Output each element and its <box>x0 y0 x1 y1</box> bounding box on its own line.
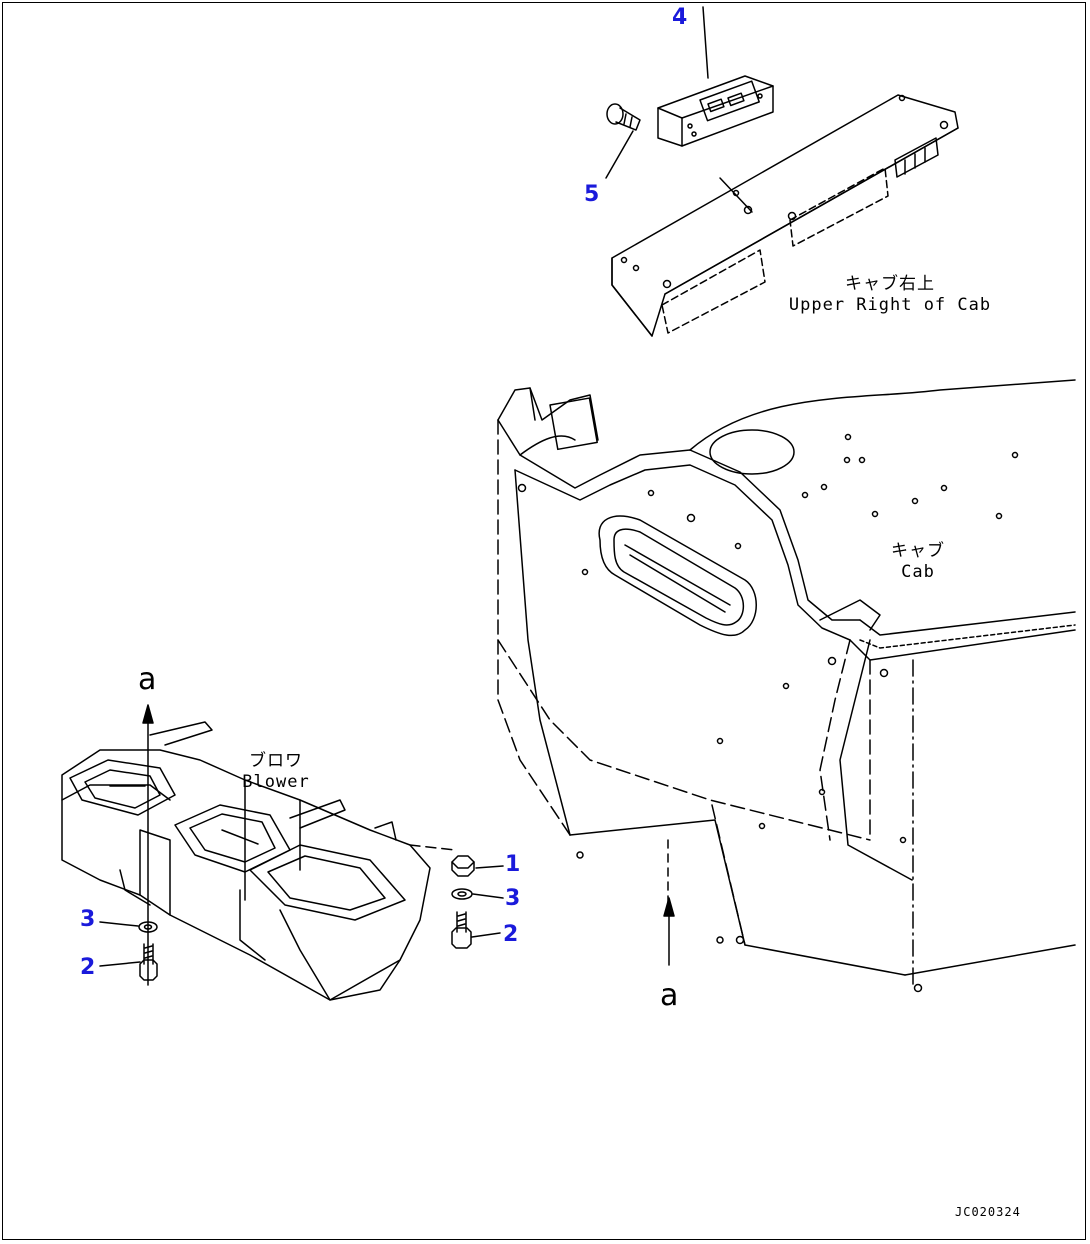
cab-upper-panel <box>611 94 959 337</box>
part-5-screw <box>605 103 641 179</box>
cab-label-en: Cab <box>901 562 935 582</box>
part-1-nut <box>451 855 504 877</box>
cab-upper-label-ja: キャブ右上 <box>845 274 935 294</box>
part-3-washer-left <box>99 921 158 933</box>
blower-label-en: Blower <box>242 772 310 792</box>
view-marker-left: a <box>138 662 157 697</box>
cab-upper-label-en: Upper Right of Cab <box>788 295 992 315</box>
cab-body <box>497 379 1076 993</box>
part-4-controller <box>657 6 774 147</box>
callout-part-3-left[interactable]: 3 <box>80 907 96 932</box>
view-marker-right: a <box>660 978 679 1013</box>
drawing-code: JC020324 <box>955 1205 1021 1219</box>
callout-part-5[interactable]: 5 <box>584 182 600 207</box>
callout-part-3-right[interactable]: 3 <box>505 886 521 911</box>
view-arrow-right <box>663 897 675 966</box>
callout-part-2-left[interactable]: 2 <box>80 955 96 980</box>
view-arrow-left <box>142 704 154 986</box>
callout-part-1[interactable]: 1 <box>505 852 521 877</box>
blower-label-ja: ブロワ <box>249 751 303 771</box>
callout-part-2-right[interactable]: 2 <box>503 922 519 947</box>
part-2-bolt-left <box>99 943 158 981</box>
part-2-bolt-right <box>451 911 501 949</box>
callout-part-4[interactable]: 4 <box>672 5 688 30</box>
blower-assembly <box>61 721 456 1001</box>
cab-label-ja: キャブ <box>891 541 945 561</box>
part-3-washer-right <box>451 888 504 900</box>
